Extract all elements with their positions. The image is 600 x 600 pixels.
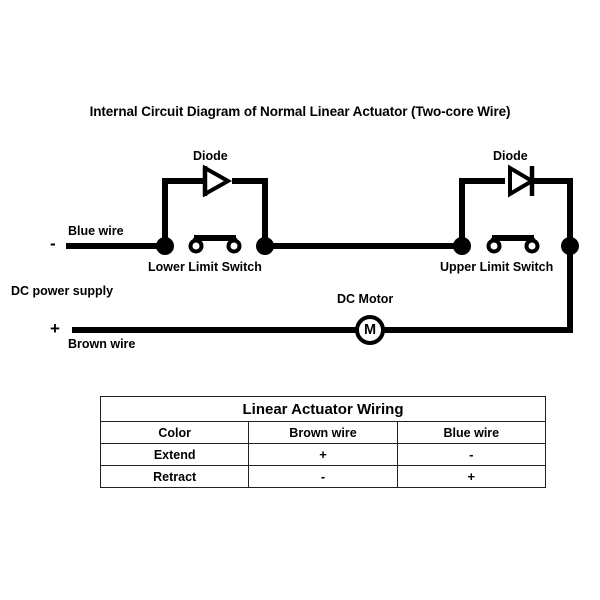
lower-limit-switch-label: Lower Limit Switch: [148, 260, 262, 274]
diode-right-label: Diode: [493, 149, 528, 163]
row-retract-blue: +: [396, 465, 547, 488]
row-retract-label: Retract: [99, 465, 250, 488]
table-row: Retract - +: [99, 465, 547, 488]
row-extend-brown: +: [248, 443, 398, 466]
wiring-table: Linear Actuator Wiring Color Brown wire …: [99, 396, 547, 488]
node-upper-right: [561, 237, 579, 255]
table-header-brown-wire: Brown wire: [248, 421, 398, 444]
row-extend-blue: -: [396, 443, 547, 466]
node-lower-left: [156, 237, 174, 255]
positive-terminal-sign: +: [50, 319, 60, 338]
page-title: Internal Circuit Diagram of Normal Linea…: [89, 104, 511, 119]
contact-lower-right: [226, 238, 242, 254]
diode-left-label: Diode: [193, 149, 228, 163]
node-upper-left: [453, 237, 471, 255]
dc-motor-symbol: [355, 315, 385, 345]
table-header-row: Color Brown wire Blue wire: [99, 421, 547, 444]
negative-terminal-sign: -: [50, 234, 56, 253]
contact-lower-left: [188, 238, 204, 254]
upper-limit-switch-label: Upper Limit Switch: [440, 260, 554, 274]
table-header-color: Color: [99, 421, 250, 444]
brown-wire-label: Brown wire: [68, 337, 136, 351]
diode-right-symbol: [508, 164, 536, 198]
blue-wire-label: Blue wire: [68, 224, 124, 238]
table-row: Extend + -: [99, 443, 547, 466]
diode-left-symbol: [202, 164, 233, 198]
dc-motor-label: DC Motor: [337, 292, 394, 306]
dc-power-supply-label: DC power supply: [11, 284, 114, 298]
motor-symbol-letter: M: [363, 322, 377, 338]
table-title: Linear Actuator Wiring: [100, 396, 546, 422]
contact-upper-right: [524, 238, 540, 254]
table-header-blue-wire: Blue wire: [396, 421, 547, 444]
row-extend-label: Extend: [99, 443, 250, 466]
row-retract-brown: -: [248, 465, 398, 488]
table-title-row: Linear Actuator Wiring: [100, 396, 546, 422]
contact-upper-left: [486, 238, 502, 254]
node-lower-right: [256, 237, 274, 255]
